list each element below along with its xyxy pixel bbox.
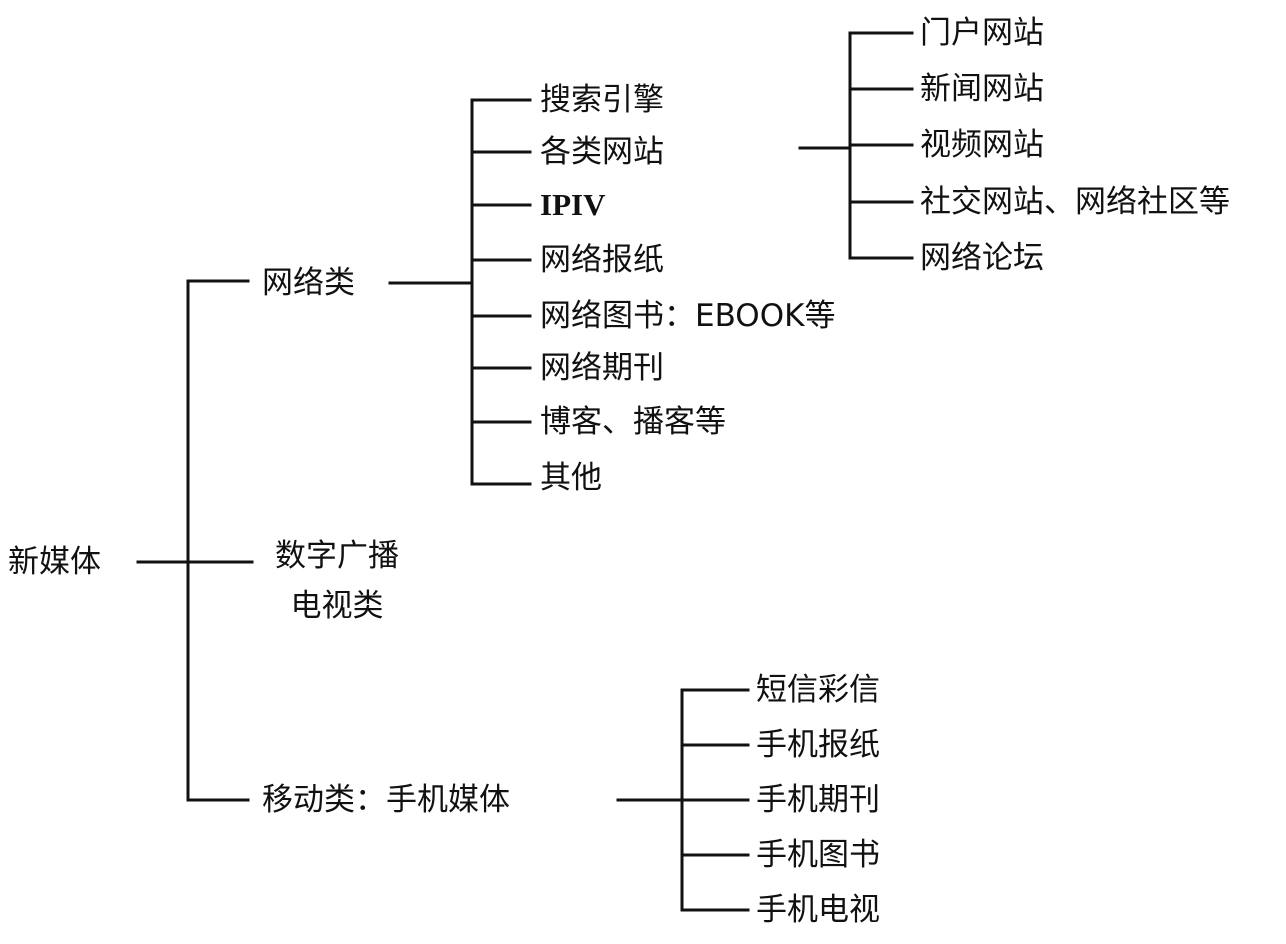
mobile-item-sms-mms: 短信彩信 — [756, 672, 880, 708]
root-label: 新媒体 — [8, 544, 101, 580]
network-label: 网络类 — [262, 265, 355, 301]
mobile-item-book: 手机图书 — [756, 837, 880, 873]
mobile-label: 移动类：手机媒体 — [262, 782, 510, 818]
network-item-journals: 网络期刊 — [540, 350, 664, 386]
mobile-item-newspaper: 手机报纸 — [756, 727, 880, 763]
website-item-forum: 网络论坛 — [920, 240, 1044, 276]
mobile-item-journal: 手机期刊 — [756, 782, 880, 818]
network-item-other: 其他 — [540, 460, 602, 496]
network-item-newspapers: 网络报纸 — [540, 242, 664, 278]
digital-tv-label-line2: 电视类 — [290, 588, 384, 624]
website-item-portal: 门户网站 — [920, 15, 1044, 51]
mobile-item-tv: 手机电视 — [756, 892, 880, 928]
network-item-blogs: 博客、播客等 — [540, 404, 726, 440]
network-item-websites: 各类网站 — [540, 134, 664, 170]
network-item-search-engine: 搜索引擎 — [540, 82, 664, 118]
website-item-social: 社交网站、网络社区等 — [920, 184, 1230, 220]
network-item-iptv: IPIV — [540, 187, 606, 222]
network-item-ebooks: 网络图书：EBOOK等 — [540, 298, 836, 334]
website-item-video: 视频网站 — [920, 127, 1044, 163]
digital-tv-label-line1: 数字广播 — [275, 538, 399, 574]
website-item-news: 新闻网站 — [920, 71, 1044, 107]
